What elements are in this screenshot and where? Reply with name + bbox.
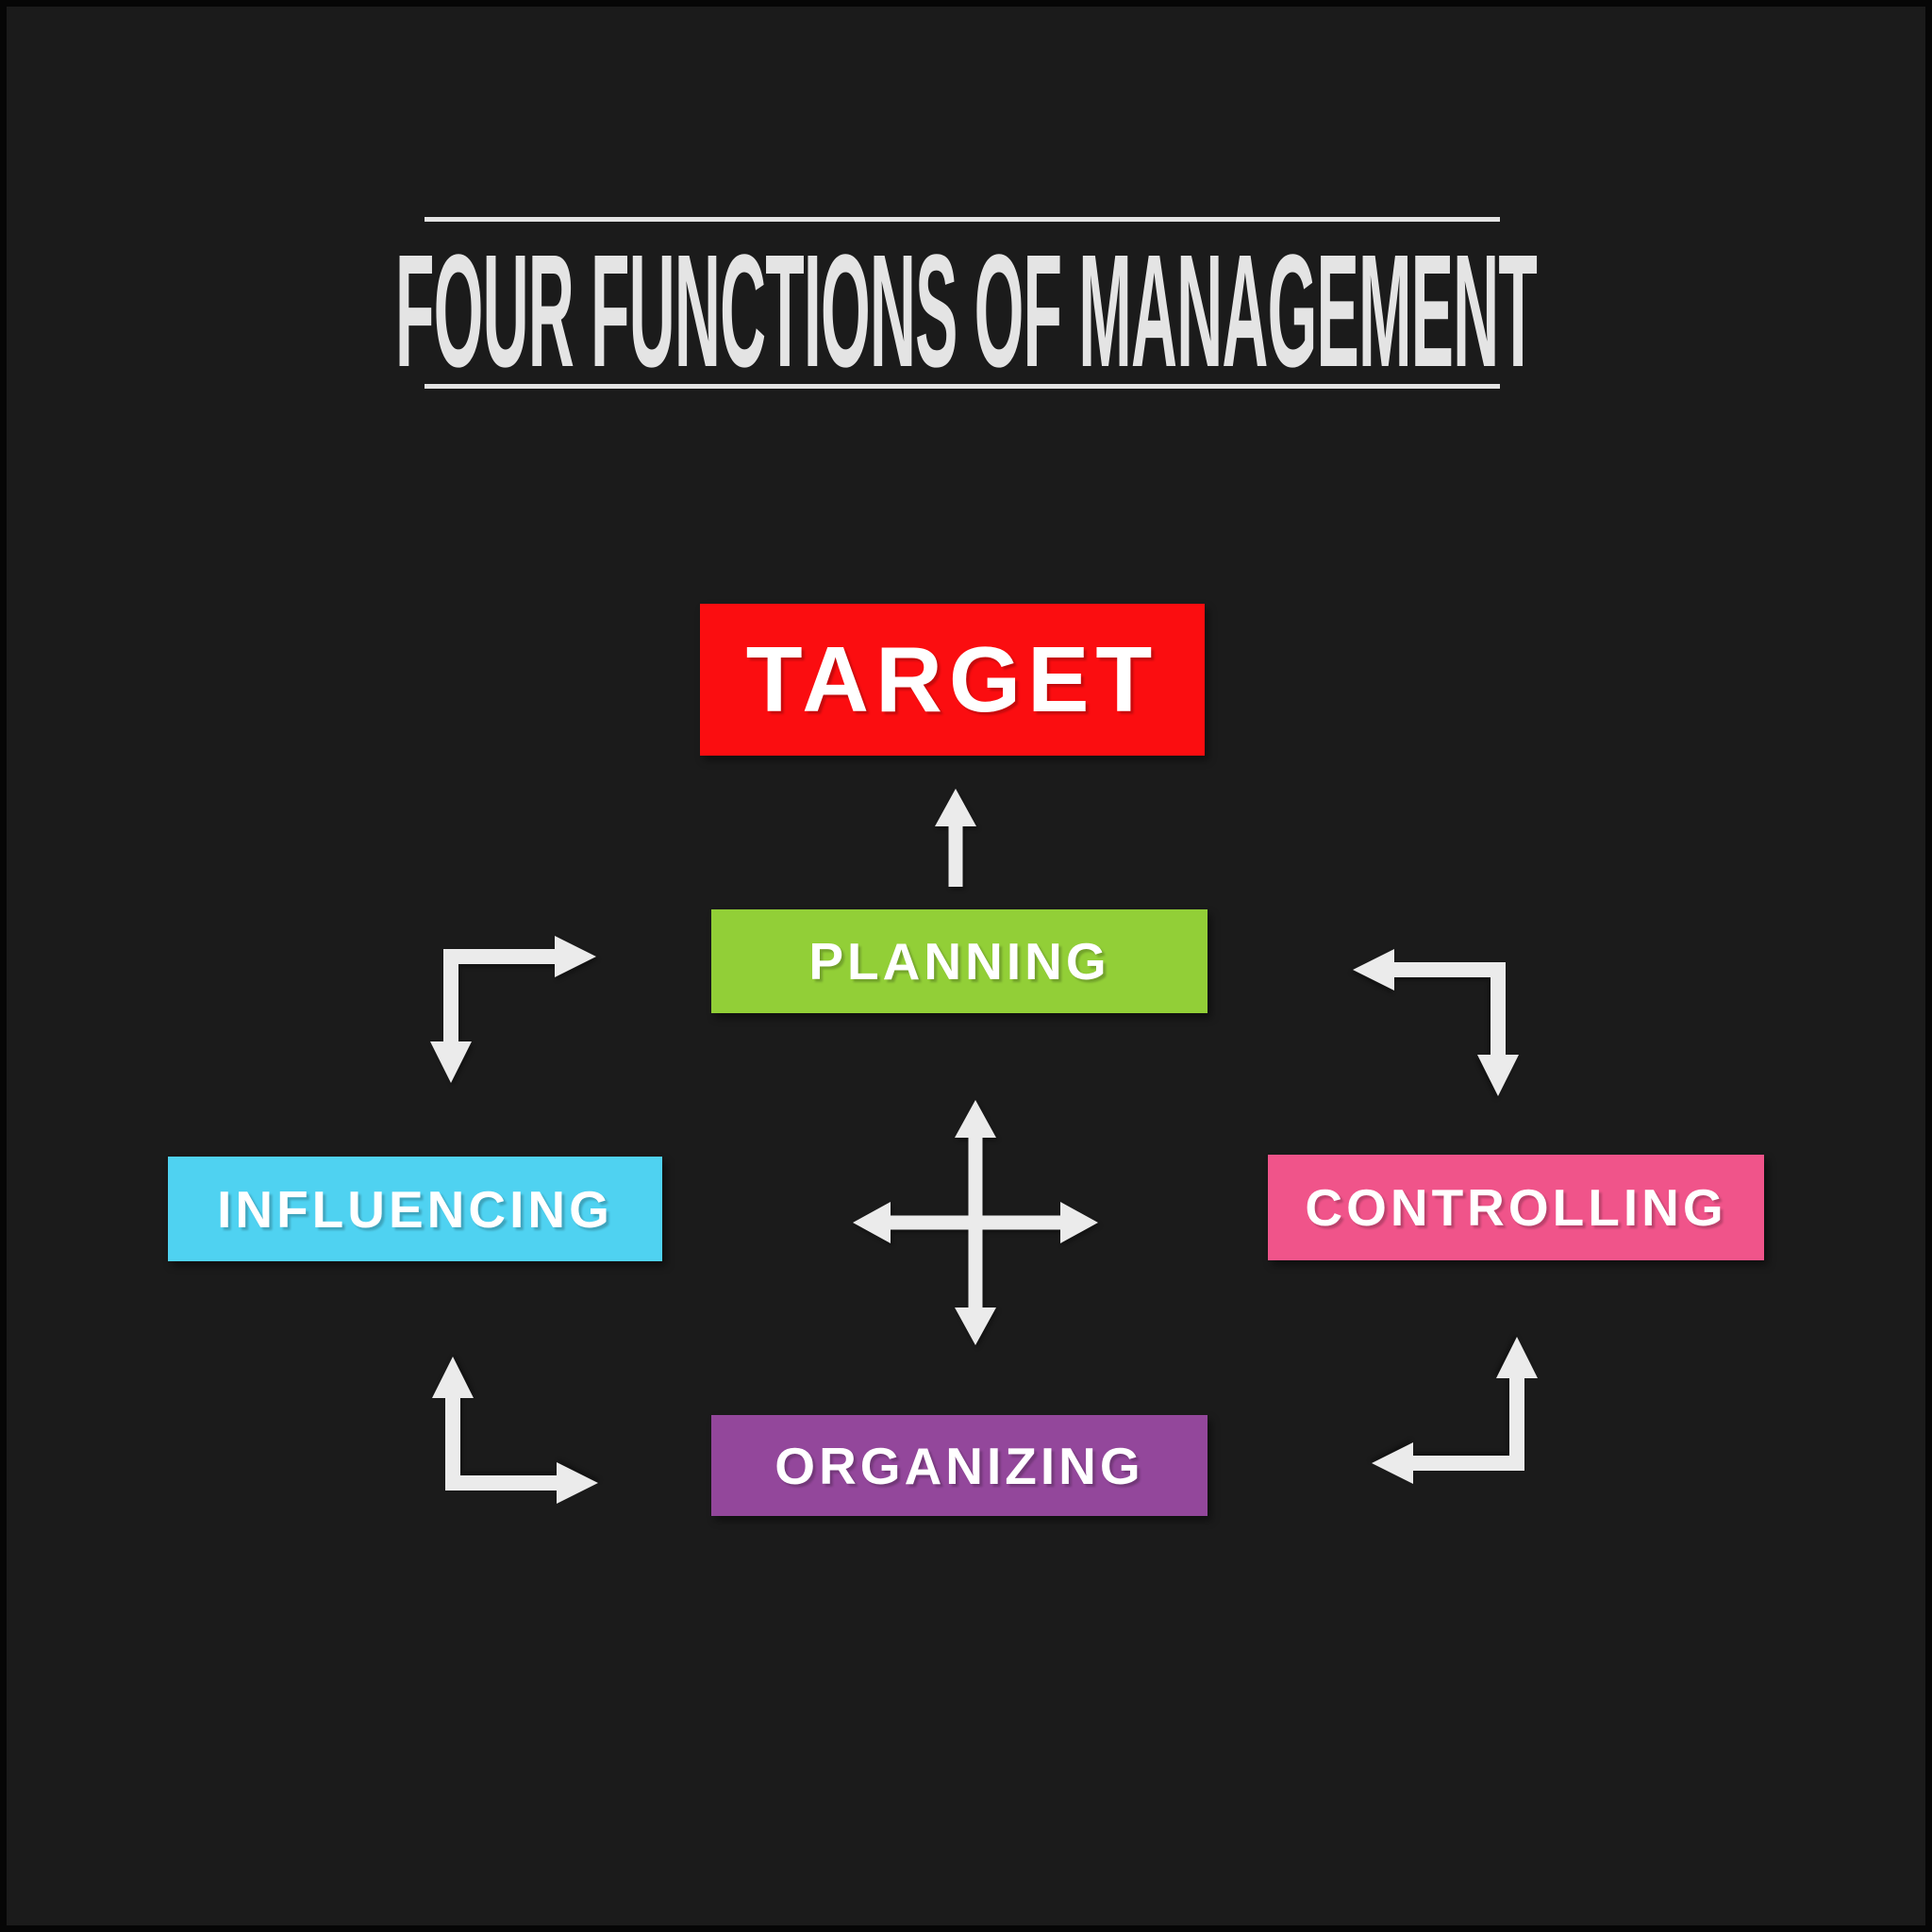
box-organizing-label: ORGANIZING xyxy=(774,1436,1144,1495)
arrow-planning-to-target-icon xyxy=(935,789,976,887)
arrow-shape xyxy=(430,936,596,1083)
box-planning-label: PLANNING xyxy=(808,932,1110,991)
arrow-organizing-controlling-icon xyxy=(1372,1337,1538,1484)
arrow-shape xyxy=(935,789,976,887)
arrow-center-cross-icon xyxy=(853,1100,1098,1345)
box-controlling: CONTROLLING xyxy=(1268,1155,1764,1260)
title-rule-bottom xyxy=(425,384,1500,389)
box-controlling-label: CONTROLLING xyxy=(1305,1178,1727,1237)
page-title-block: FOUR FUNCTIONS OF MANAGEMENT xyxy=(395,222,1539,401)
title-rule-top xyxy=(425,217,1500,222)
box-influencing: INFLUENCING xyxy=(168,1157,662,1261)
arrow-shape xyxy=(432,1357,598,1504)
box-target: TARGET xyxy=(700,604,1205,756)
box-planning: PLANNING xyxy=(711,909,1208,1013)
arrow-shape xyxy=(1372,1337,1538,1484)
box-organizing: ORGANIZING xyxy=(711,1415,1208,1516)
arrow-planning-controlling-icon xyxy=(1353,949,1519,1096)
arrow-influencing-organizing-icon xyxy=(432,1357,598,1504)
page-title: FOUR FUNCTIONS OF MANAGEMENT xyxy=(395,222,1537,401)
box-influencing-label: INFLUENCING xyxy=(217,1179,613,1239)
arrow-shape xyxy=(853,1100,1098,1345)
arrow-influencing-planning-icon xyxy=(430,936,596,1083)
box-target-label: TARGET xyxy=(745,627,1159,731)
arrow-shape xyxy=(1353,949,1519,1096)
